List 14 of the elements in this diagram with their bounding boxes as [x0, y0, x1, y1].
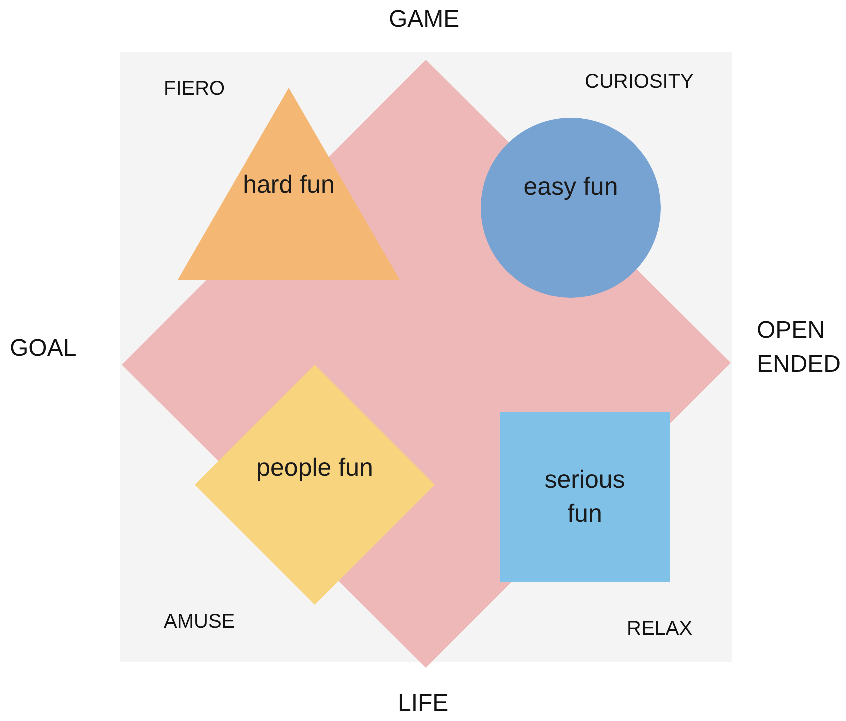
shape-label: easy fun: [522, 172, 620, 203]
quadrant-label: AMUSE: [164, 611, 236, 634]
shape-label: serious fun: [544, 465, 626, 530]
axis-label: GOAL: [10, 335, 77, 363]
diamond-shape: [195, 365, 435, 605]
axis-label: LIFE: [398, 690, 449, 718]
shape-label: hard fun: [242, 170, 336, 201]
quadrant-label: CURIOSITY: [585, 71, 694, 94]
axis-label: GAME: [389, 6, 460, 34]
circle-shape: [481, 118, 661, 298]
quadrant-label: RELAX: [627, 618, 693, 641]
quadrant-label: FIERO: [164, 78, 226, 101]
shape-label: people fun: [256, 453, 374, 484]
square-shape: [500, 412, 670, 582]
